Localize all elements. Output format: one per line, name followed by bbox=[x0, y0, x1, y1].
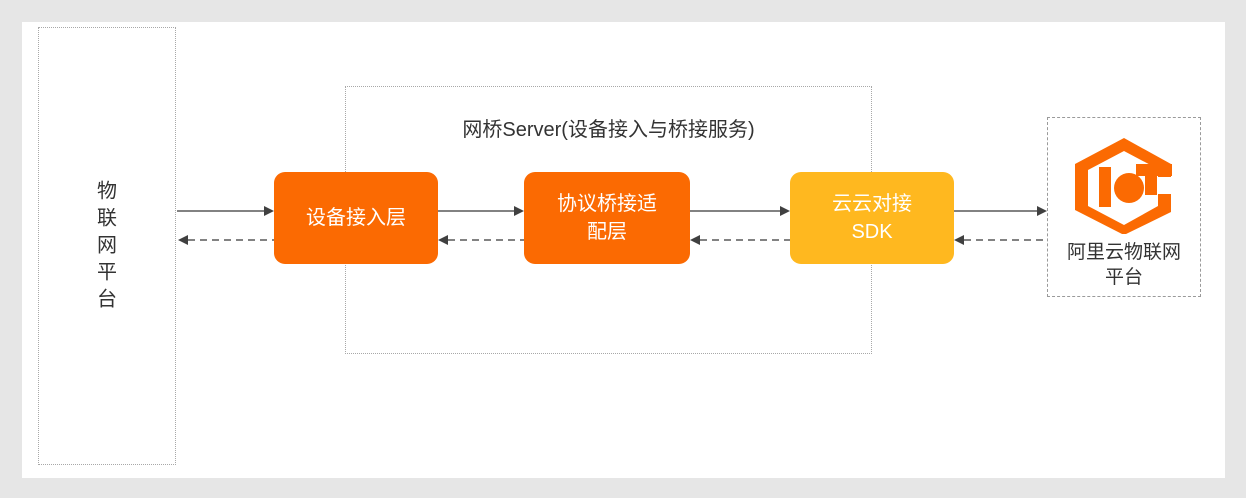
node-cloud-to-cloud-sdk[interactable]: 云云对接 SDK bbox=[790, 172, 954, 264]
iot-platform-label: 物 联 网 平 台 bbox=[97, 180, 117, 311]
connector-access-to-platform-arrowhead bbox=[178, 235, 188, 245]
node-device-access-layer[interactable]: 设备接入层 bbox=[274, 172, 438, 264]
connector-aliyun-to-sdk-arrowhead bbox=[954, 235, 964, 245]
bridge-server-title: 网桥Server(设备接入与桥接服务) bbox=[462, 119, 755, 141]
node-cloud-to-cloud-sdk-label: 云云对接 SDK bbox=[832, 193, 912, 243]
connector-access-to-adapter-arrowhead bbox=[514, 206, 524, 216]
aliyun-iot-platform-box: 阿里云物联网 平台 bbox=[1047, 117, 1201, 297]
connector-adapter-to-sdk-arrowhead bbox=[780, 206, 790, 216]
connector-adapter-sdk bbox=[690, 206, 790, 245]
diagram-canvas: 物 联 网 平 台 网桥Server(设备接入与桥接服务) 设备接入层 协议桥接… bbox=[22, 22, 1225, 478]
node-protocol-bridge-adapter-layer[interactable]: 协议桥接适 配层 bbox=[524, 172, 690, 264]
iot-platform-box: 物 联 网 平 台 bbox=[38, 27, 176, 465]
connector-access-adapter bbox=[438, 206, 524, 245]
connector-sdk-to-adapter-arrowhead bbox=[690, 235, 700, 245]
aliyun-iot-platform-label: 阿里云物联网 平台 bbox=[1066, 242, 1181, 288]
connector-platform-access bbox=[177, 206, 274, 245]
iot-hexagon-logo-icon bbox=[1075, 138, 1172, 234]
connector-sdk-aliyun bbox=[954, 206, 1047, 245]
connector-platform-to-access-arrowhead bbox=[264, 206, 274, 216]
node-device-access-layer-label: 设备接入层 bbox=[306, 207, 406, 229]
connector-sdk-to-aliyun-arrowhead bbox=[1037, 206, 1047, 216]
node-protocol-bridge-adapter-layer-label: 协议桥接适 配层 bbox=[557, 193, 657, 243]
connector-adapter-to-access-arrowhead bbox=[438, 235, 448, 245]
